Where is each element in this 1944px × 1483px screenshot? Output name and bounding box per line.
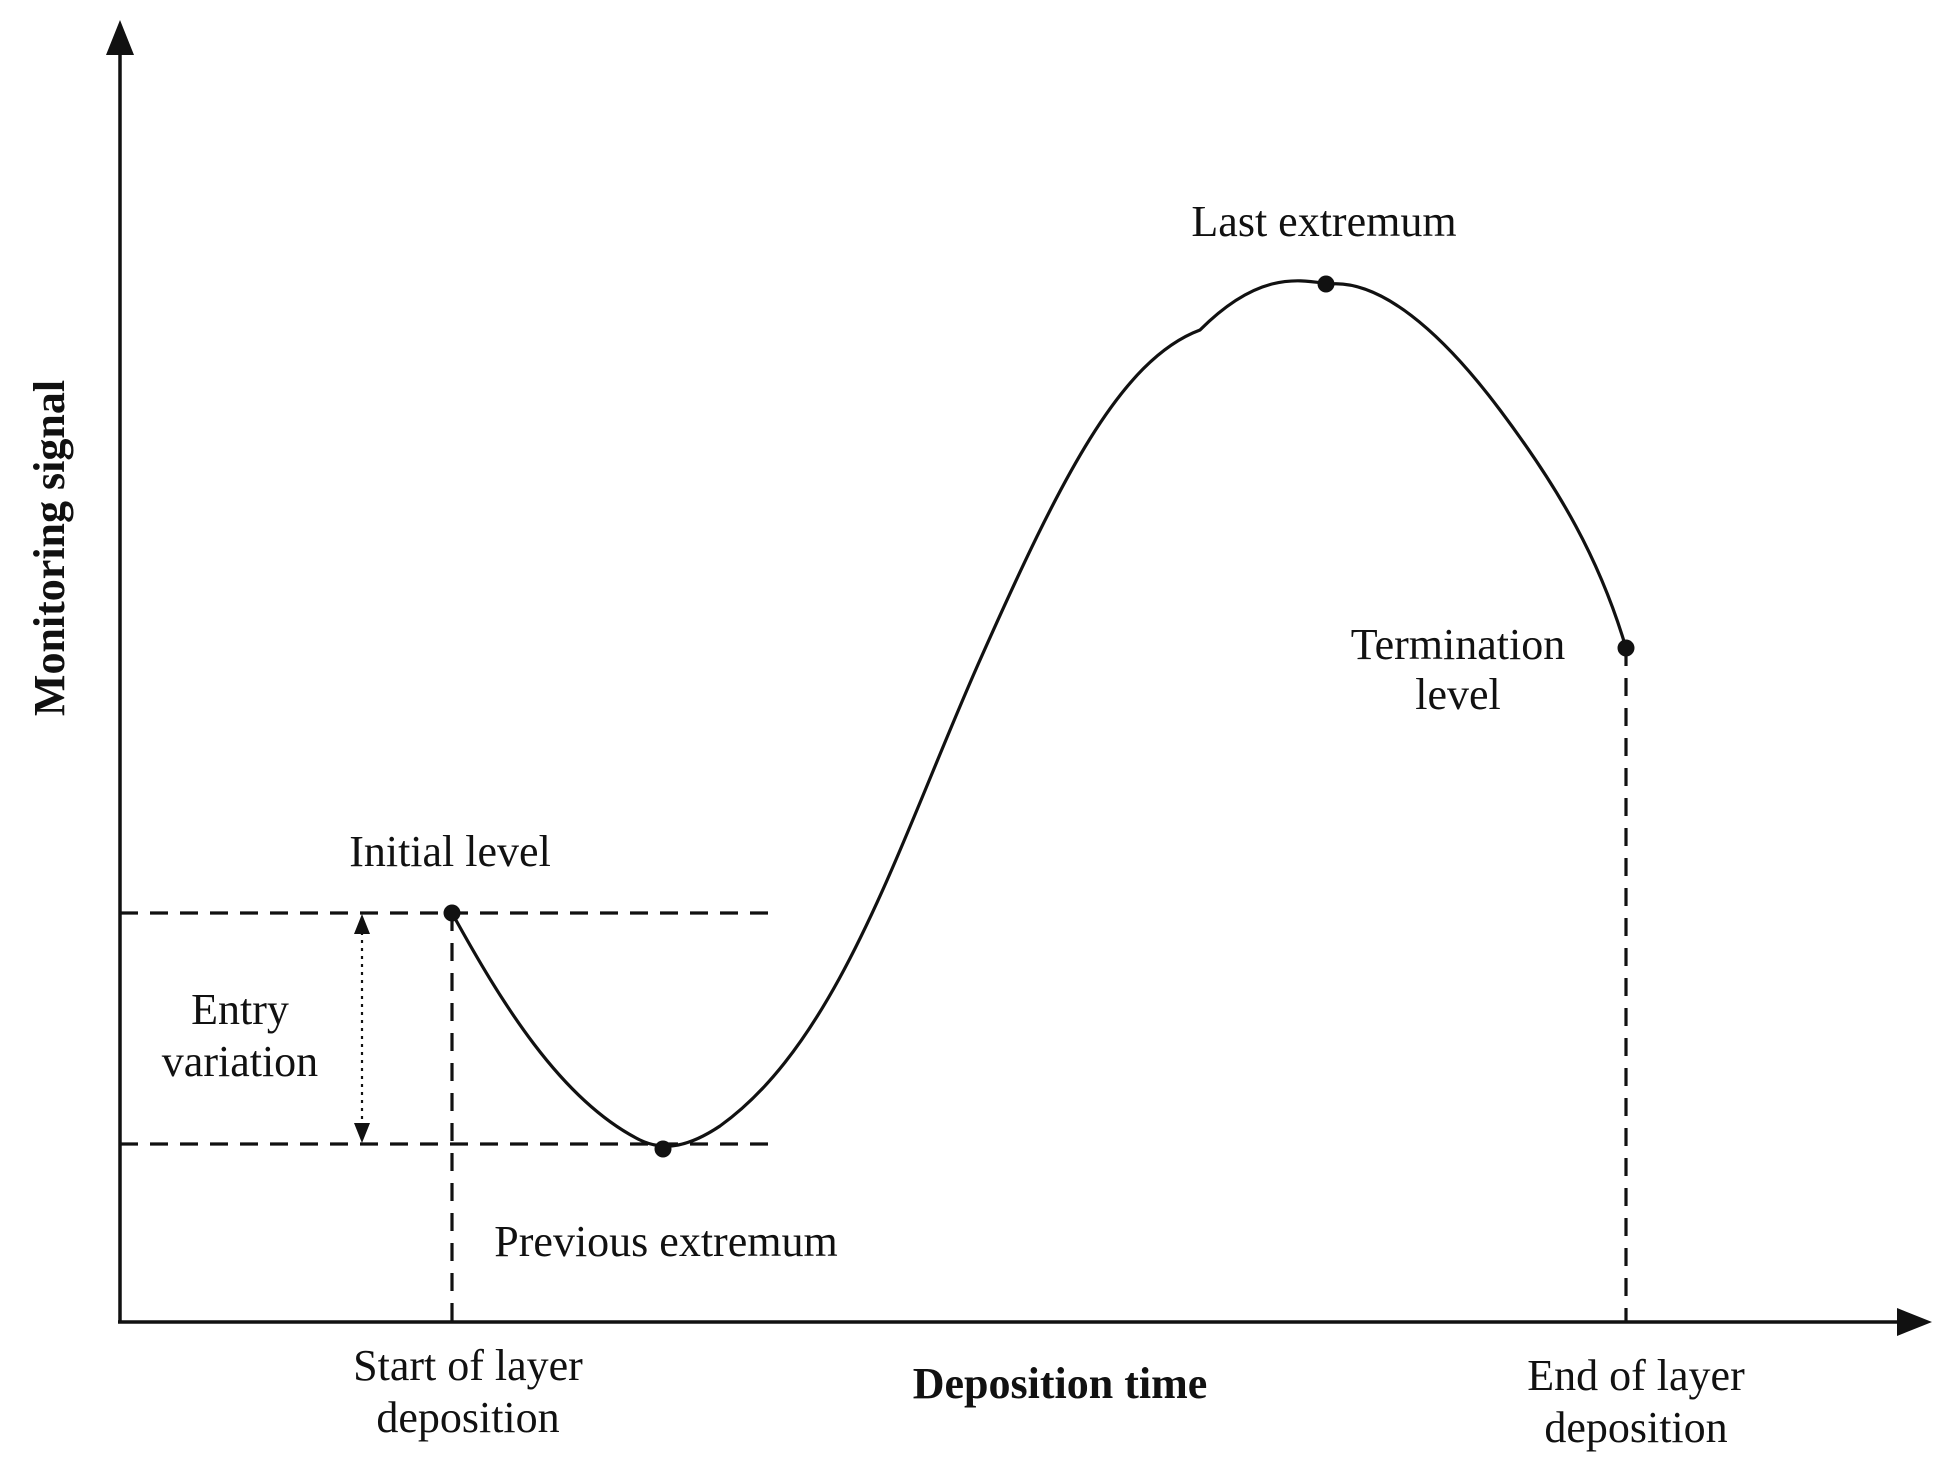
termination-level-label-line1: Termination <box>1351 620 1565 669</box>
y-axis-title: Monitoring signal <box>25 380 74 716</box>
entry-variation-up-arrow-icon <box>354 914 370 934</box>
last-extremum-point <box>1317 275 1335 293</box>
guide-lines <box>120 648 1628 1322</box>
x-axis-arrow-icon <box>1897 1308 1932 1336</box>
x-axis-title: Deposition time <box>913 1359 1208 1408</box>
entry-variation-label-line2: variation <box>162 1037 318 1086</box>
termination-level-label-line2: level <box>1415 670 1501 719</box>
initial-level-point <box>443 904 461 922</box>
monitoring-signal-curve <box>450 279 1628 1148</box>
start-of-layer-label-line1: Start of layer <box>353 1341 583 1390</box>
termination-level-point <box>1617 639 1635 657</box>
start-of-layer-label-line2: deposition <box>376 1393 559 1442</box>
y-axis-arrow-icon <box>106 20 134 55</box>
entry-variation-down-arrow-icon <box>354 1123 370 1143</box>
entry-variation-arrow <box>354 914 370 1143</box>
end-of-layer-label-line2: deposition <box>1544 1403 1727 1452</box>
axes <box>106 20 1932 1336</box>
last-extremum-label: Last extremum <box>1191 197 1456 246</box>
end-of-layer-label-line1: End of layer <box>1527 1351 1745 1400</box>
previous-extremum-label: Previous extremum <box>494 1217 837 1266</box>
entry-variation-label-line1: Entry <box>191 985 289 1034</box>
initial-level-label: Initial level <box>349 827 551 876</box>
previous-extremum-point <box>654 1140 672 1158</box>
